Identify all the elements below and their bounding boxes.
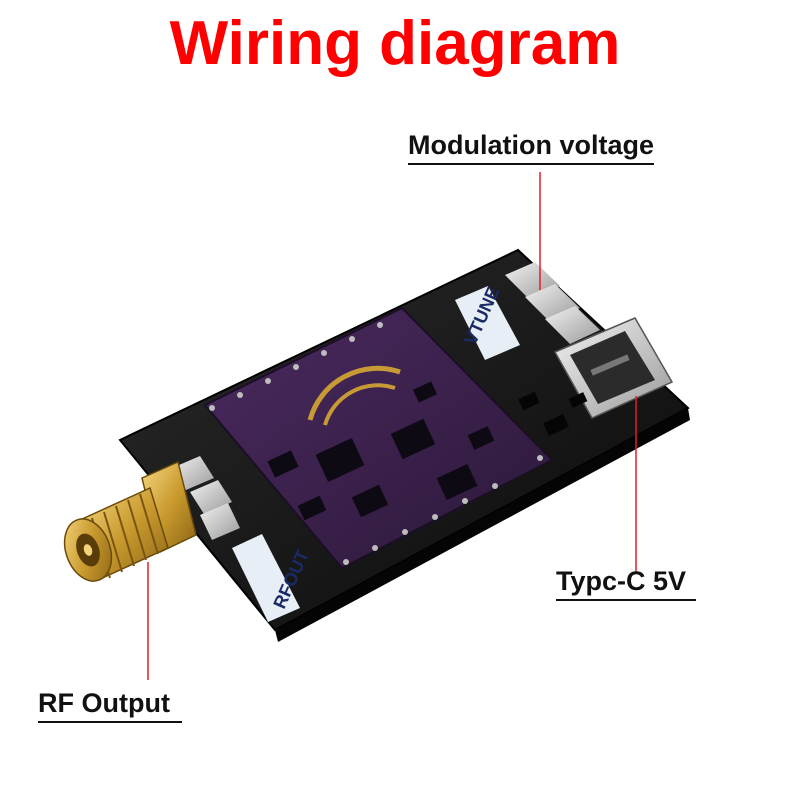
typec-connector	[553, 317, 674, 419]
smd-components	[518, 391, 588, 436]
vtune-pads	[505, 262, 600, 344]
rf-output-label: RF Output	[38, 688, 182, 723]
diagram-title: Wiring diagram	[169, 9, 621, 78]
leader-lines	[147, 172, 637, 680]
modulation-voltage-label: Modulation voltage	[408, 130, 654, 165]
rf-module	[203, 306, 554, 570]
typec-5v-label: Typc-C 5V	[556, 566, 697, 601]
sma-connector	[63, 460, 197, 582]
